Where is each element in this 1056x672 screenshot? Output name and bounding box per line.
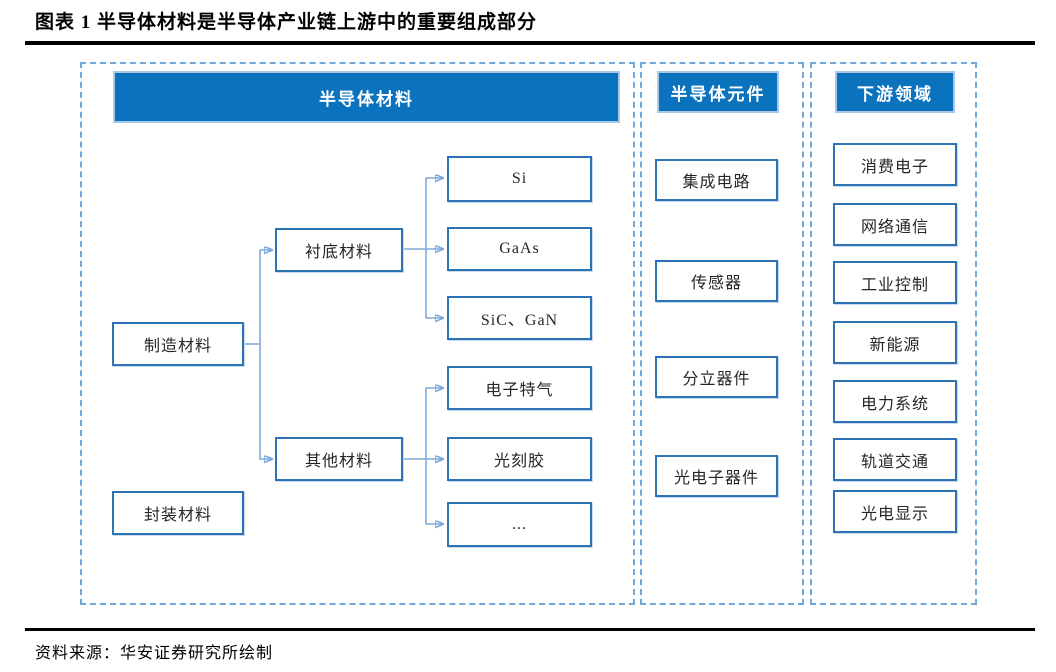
node-discrete-devices: 分立器件 bbox=[655, 356, 778, 398]
node-sensors: 传感器 bbox=[655, 260, 778, 302]
footer-rule bbox=[25, 628, 1035, 631]
panel-semiconductor-components bbox=[640, 62, 804, 605]
node-sic-gan: SiC、GaN bbox=[447, 296, 592, 340]
node-rail-transit: 轨道交通 bbox=[833, 438, 957, 481]
node-gaas: GaAs bbox=[447, 227, 592, 271]
node-power-systems: 电力系统 bbox=[833, 380, 957, 423]
node-electronic-special-gases: 电子特气 bbox=[447, 366, 592, 410]
panel-semiconductor-materials bbox=[80, 62, 635, 605]
node-other-materials: 其他材料 bbox=[275, 437, 403, 481]
figure-title: 图表 1 半导体材料是半导体产业链上游中的重要组成部分 bbox=[35, 12, 538, 33]
node-consumer-electronics: 消费电子 bbox=[833, 143, 957, 186]
title-underline-rule bbox=[25, 41, 1035, 45]
node-network-communication: 网络通信 bbox=[833, 203, 957, 246]
node-industrial-control: 工业控制 bbox=[833, 261, 957, 304]
node-optoelectronic-devices: 光电子器件 bbox=[655, 455, 778, 497]
node-integrated-circuits: 集成电路 bbox=[655, 159, 778, 201]
header-semiconductor-components: 半导体元件 bbox=[657, 71, 779, 113]
node-manufacturing-materials: 制造材料 bbox=[112, 322, 244, 366]
header-semiconductor-materials: 半导体材料 bbox=[113, 71, 620, 123]
node-photoresist: 光刻胶 bbox=[447, 437, 592, 481]
node-ellipsis: ... bbox=[447, 502, 592, 547]
node-new-energy: 新能源 bbox=[833, 321, 957, 364]
node-packaging-materials: 封装材料 bbox=[112, 491, 244, 535]
node-substrate-materials: 衬底材料 bbox=[275, 228, 403, 272]
panel-downstream-fields bbox=[810, 62, 977, 605]
source-note: 资料来源：华安证券研究所绘制 bbox=[35, 645, 274, 662]
header-downstream-fields: 下游领域 bbox=[835, 71, 955, 113]
node-si: Si bbox=[447, 156, 592, 202]
node-optoelectronic-display: 光电显示 bbox=[833, 490, 957, 533]
